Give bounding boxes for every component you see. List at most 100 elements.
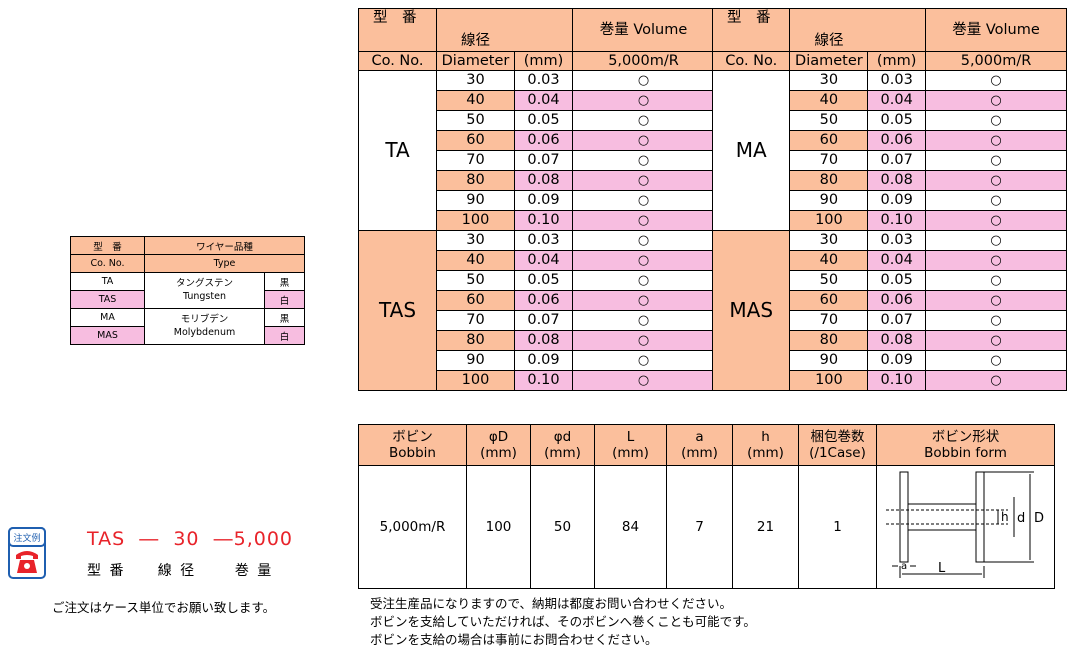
legend-color: 黒 — [264, 272, 305, 291]
diameter-header: 線径 — [789, 31, 927, 52]
mm-cell: 0.10 — [514, 370, 573, 391]
diameter-cell: 100 — [436, 370, 515, 391]
legend-color: 黒 — [264, 308, 305, 327]
volume-header: 巻量 Volume — [925, 8, 1067, 52]
diameter-cell: 30 — [789, 70, 869, 91]
unit-header: (mm) — [514, 51, 573, 71]
diameter-cell: 50 — [436, 110, 515, 131]
availability-cell: ○ — [925, 70, 1067, 91]
diameter-cell: 60 — [436, 130, 515, 151]
mm-cell: 0.03 — [867, 230, 927, 251]
diameter-cell: 40 — [436, 90, 515, 111]
availability-cell: ○ — [572, 70, 715, 91]
mm-cell: 0.10 — [514, 210, 573, 231]
availability-cell: ○ — [572, 230, 715, 251]
model-en-header: Co. No. — [711, 51, 791, 71]
availability-cell: ○ — [925, 290, 1067, 311]
inner-diameter-cell: 50 — [530, 465, 595, 589]
availability-cell: ○ — [925, 190, 1067, 211]
diameter-cell: 50 — [436, 270, 515, 291]
mm-cell: 0.06 — [867, 130, 927, 151]
order-example-labels: 型 番 線 径 巻 量 — [87, 563, 274, 579]
mm-cell: 0.10 — [867, 210, 927, 231]
availability-cell: ○ — [572, 190, 715, 211]
diameter-cell: 90 — [789, 190, 869, 211]
mm-cell: 0.05 — [514, 270, 573, 291]
diagram-h-label: h — [1001, 510, 1009, 524]
availability-cell: ○ — [572, 310, 715, 331]
bobbin-volume-cell: 5,000m/R — [358, 465, 467, 589]
diameter-cell: 60 — [436, 290, 515, 311]
availability-cell: ○ — [925, 350, 1067, 371]
diameter-cell: 50 — [789, 270, 869, 291]
mm-cell: 0.05 — [867, 270, 927, 291]
legend-color: 白 — [264, 326, 305, 345]
diameter-cell: 70 — [436, 150, 515, 171]
model-code-cell: TA — [358, 70, 437, 231]
model-code-cell: MAS — [711, 230, 791, 391]
spec-table-right: 型 番 巻量 Volume 線径 Co. No. Diameter (mm) 5… — [711, 8, 1067, 391]
volume-header: 巻量 Volume — [572, 8, 715, 52]
diagram-d-label: d — [1017, 511, 1025, 526]
mm-cell: 0.04 — [867, 90, 927, 111]
availability-cell: ○ — [572, 130, 715, 151]
diameter-cell: 50 — [789, 110, 869, 131]
mm-cell: 0.09 — [514, 350, 573, 371]
height-cell: 21 — [732, 465, 799, 589]
availability-cell: ○ — [925, 230, 1067, 251]
mm-cell: 0.09 — [867, 350, 927, 371]
availability-cell: ○ — [572, 290, 715, 311]
diameter-en-header: Diameter — [436, 51, 515, 71]
model-code-cell: MA — [711, 70, 791, 231]
availability-cell: ○ — [925, 370, 1067, 391]
case-col-header: 梱包巻数(/1Case) — [798, 424, 877, 466]
mm-cell: 0.06 — [867, 290, 927, 311]
availability-cell: ○ — [925, 270, 1067, 291]
bobbin-diagram: h d D a L — [885, 471, 1044, 578]
model-header: 型 番 — [358, 8, 437, 52]
volume-value-header: 5,000m/R — [572, 51, 715, 71]
mm-cell: 0.08 — [514, 330, 573, 351]
mm-cell: 0.10 — [867, 370, 927, 391]
outer-diameter-col-header: φD(mm) — [466, 424, 531, 466]
inner-diameter-col-header: φd(mm) — [530, 424, 595, 466]
order-notes: 受注生産品になりますので、納期は都度お問い合わせください。 ボビンを支給していた… — [370, 595, 756, 649]
mm-cell: 0.06 — [514, 290, 573, 311]
legend-code: MAS — [70, 326, 145, 345]
diameter-cell: 80 — [436, 330, 515, 351]
diameter-cell: 100 — [789, 210, 869, 231]
mm-cell: 0.03 — [514, 70, 573, 91]
availability-cell: ○ — [572, 270, 715, 291]
legend-color: 白 — [264, 290, 305, 309]
mm-cell: 0.05 — [514, 110, 573, 131]
diameter-cell: 100 — [789, 370, 869, 391]
diameter-cell: 30 — [436, 70, 515, 91]
availability-cell: ○ — [572, 330, 715, 351]
diameter-cell: 90 — [436, 190, 515, 211]
diameter-header: 線径 — [436, 31, 573, 52]
volume-value-header: 5,000m/R — [925, 51, 1067, 71]
availability-cell: ○ — [925, 210, 1067, 231]
model-header: 型 番 — [711, 8, 791, 52]
outer-diameter-cell: 100 — [466, 465, 531, 589]
legend-type-en: Type — [144, 254, 305, 273]
diameter-cell: 80 — [436, 170, 515, 191]
availability-cell: ○ — [572, 350, 715, 371]
availability-cell: ○ — [925, 110, 1067, 131]
note-line: ボビンを支給の場合は事前にお問合わせください。 — [370, 632, 658, 647]
diagram-L-label: L — [938, 561, 946, 576]
